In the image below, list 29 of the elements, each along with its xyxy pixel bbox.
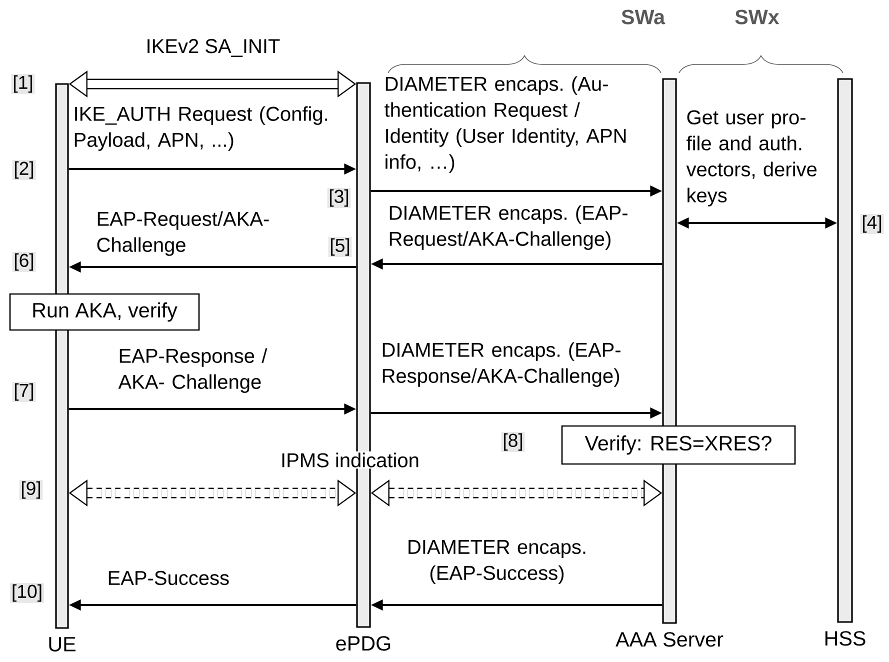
interface-label: SWa	[622, 10, 666, 24]
step-number: [6]	[12, 252, 36, 272]
edge-label: DIAMETER encaps. (EAP- Request/AKA-Challenge)	[390, 205, 628, 250]
edge-label: DIAMETER encaps. (Au- thentication Request / Identity (User Identity, APN info, …)	[384, 76, 626, 173]
edge-label: EAP-Response / AKA- Challenge	[118, 348, 268, 393]
step-number: [8]	[501, 432, 525, 452]
node-label: UE	[49, 637, 76, 652]
edge-label: Get user pro- file and auth. vectors, derive keys	[686, 110, 817, 206]
edge-label: EAP-Success	[108, 570, 229, 586]
edge-label: IKE_AUTH Request (Config. Payload, APN, ...)	[74, 106, 328, 151]
node-label: AAA Server	[616, 632, 724, 647]
step-number: [4]	[860, 214, 884, 234]
process-box: Verify: RES=XRES?	[561, 425, 796, 465]
step-number: [10]	[10, 582, 44, 604]
edge-label: IPMS indication	[279, 451, 421, 469]
node-label: HSS	[825, 631, 866, 646]
edge-label: IKEv2 SA_INIT	[144, 38, 282, 58]
step-number: [1]	[11, 74, 35, 94]
edge-label: DIAMETER encaps. (EAP- Response/AKA-Challenge)	[382, 342, 620, 387]
node-label: ePDG	[336, 636, 390, 651]
edge-label: EAP-Request/AKA- Challenge	[97, 211, 269, 256]
interface-label: SWx	[735, 10, 780, 24]
step-number: [3]	[327, 188, 351, 208]
process-box: Run AKA, verify	[9, 293, 200, 331]
edge-label: DIAMETER encaps. (EAP-Success)	[396, 538, 598, 586]
step-number: [5]	[328, 236, 352, 258]
step-number: [9]	[19, 480, 43, 500]
step-number: [2]	[12, 160, 36, 180]
step-number: [7]	[12, 382, 36, 402]
